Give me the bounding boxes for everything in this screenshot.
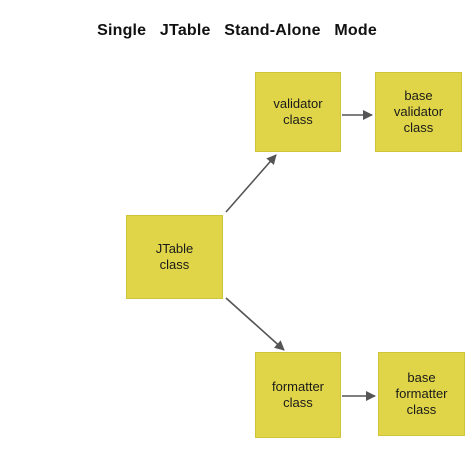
diagram-title: Single JTable Stand-Alone Mode [97,22,377,39]
arrow-jtable-to-formatter [225,297,285,351]
base-validator-class-node: base validator class [375,72,462,152]
validator-class-node: validator class [255,72,341,152]
base-formatter-class-node: base formatter class [378,352,465,436]
jtable-class-node: JTable class [126,215,223,299]
formatter-class-node: formatter class [255,352,341,438]
arrow-jtable-to-validator [225,154,277,213]
